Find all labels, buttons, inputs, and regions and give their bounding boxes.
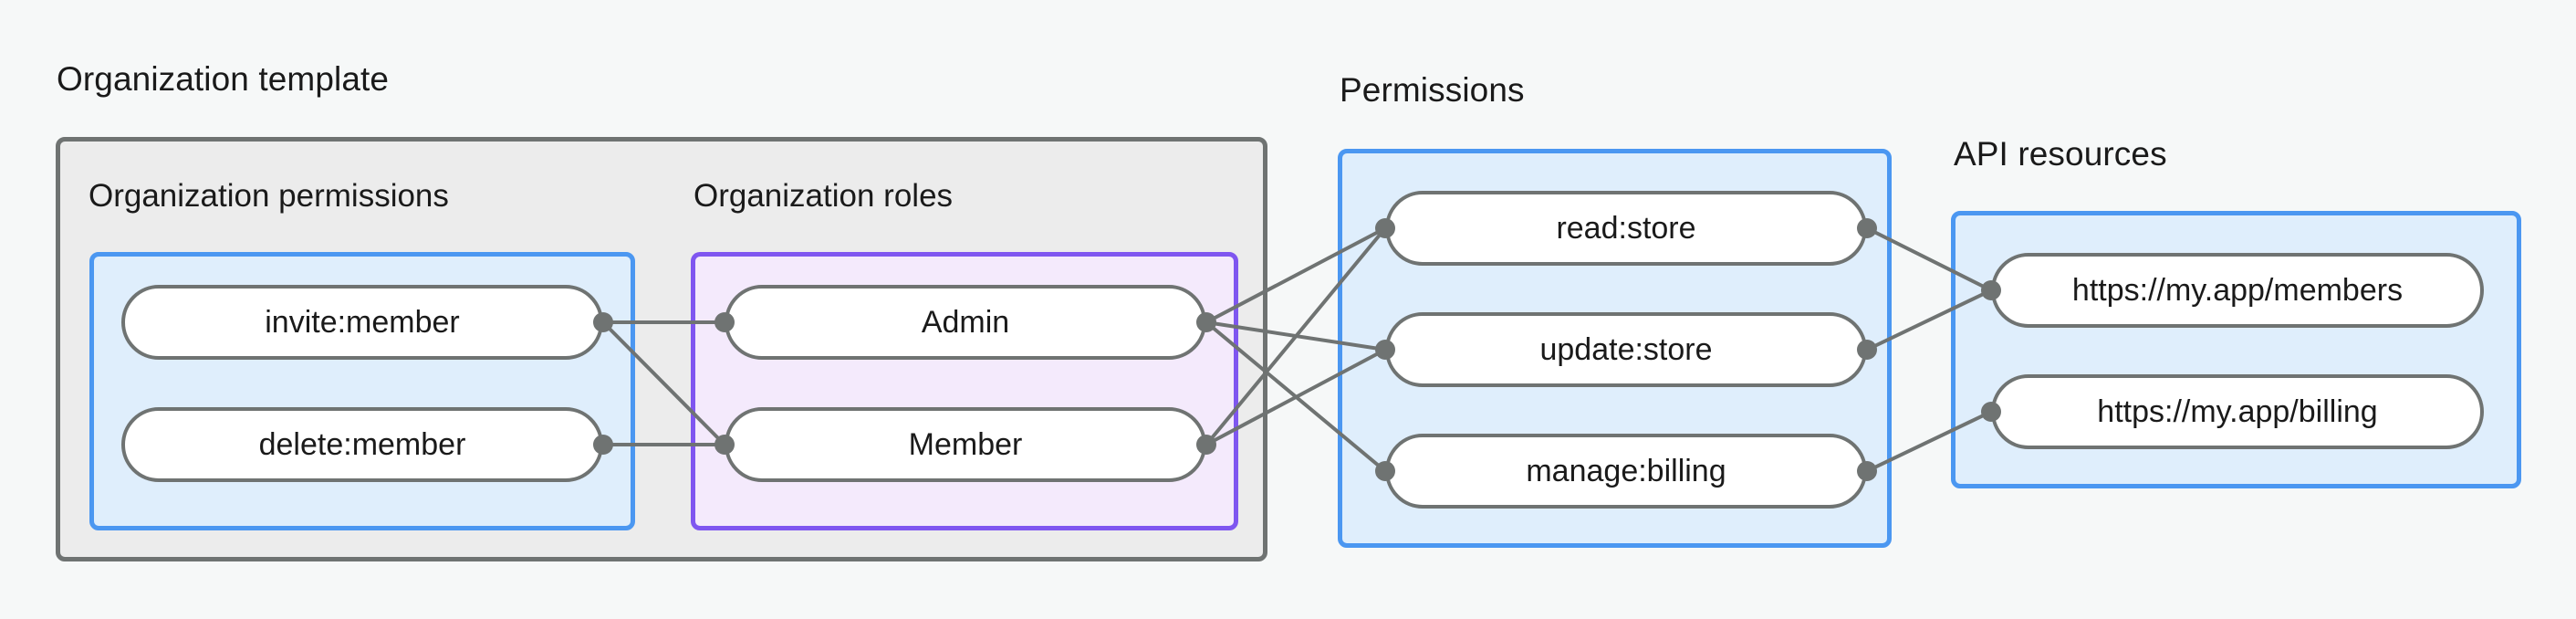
heading-api-resources: API resources — [1954, 135, 2167, 173]
node-label: update:store — [1539, 331, 1713, 367]
node-update-store[interactable]: update:store — [1385, 312, 1867, 387]
node-label: invite:member — [265, 304, 460, 340]
node-delete-member[interactable]: delete:member — [121, 407, 603, 482]
heading-organization-template: Organization template — [57, 60, 390, 98]
node-api-members[interactable]: https://my.app/members — [1991, 253, 2484, 328]
node-label: Member — [908, 426, 1023, 462]
node-api-billing[interactable]: https://my.app/billing — [1991, 374, 2484, 449]
heading-permissions: Permissions — [1340, 71, 1525, 109]
node-read-store[interactable]: read:store — [1385, 191, 1867, 266]
node-label: manage:billing — [1526, 453, 1726, 488]
node-invite-member[interactable]: invite:member — [121, 285, 603, 360]
node-role-admin[interactable]: Admin — [725, 285, 1206, 360]
node-label: Admin — [921, 304, 1010, 340]
node-label: https://my.app/billing — [2097, 393, 2378, 429]
node-label: https://my.app/members — [2071, 272, 2404, 308]
heading-organization-roles: Organization roles — [694, 178, 954, 214]
node-role-member[interactable]: Member — [725, 407, 1206, 482]
node-manage-billing[interactable]: manage:billing — [1385, 434, 1867, 509]
heading-organization-permissions: Organization permissions — [89, 178, 449, 214]
node-label: read:store — [1556, 210, 1696, 246]
node-label: delete:member — [258, 426, 466, 462]
